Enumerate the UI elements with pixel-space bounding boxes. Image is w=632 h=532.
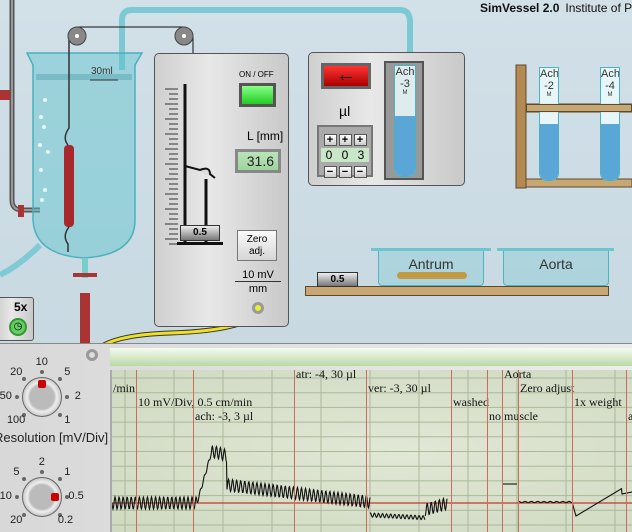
event-label: 1x weight (574, 395, 622, 409)
event-marker (294, 370, 295, 532)
minus-10-button[interactable]: − (338, 166, 352, 178)
speed-button[interactable]: 5x ◷ (0, 297, 34, 341)
trace (196, 444, 371, 510)
knob-tick-label: 5 (13, 465, 20, 478)
trace (424, 496, 448, 517)
knob-tick-label: 2 (38, 456, 45, 468)
shelf-weight[interactable]: 0.5 (317, 272, 358, 287)
power-label: ON / OFF (239, 70, 274, 79)
event-label: ver: -3, 30 µl (368, 381, 431, 395)
trace (112, 494, 198, 511)
knob-tick-label: 10 (0, 490, 12, 502)
trace (517, 500, 573, 504)
trace (369, 512, 426, 521)
event-marker (193, 370, 194, 532)
event-label: a (628, 409, 632, 424)
transducer-weight[interactable]: 0.5 (180, 225, 220, 241)
length-scale (165, 84, 216, 245)
beaker-antrum[interactable]: Antrum (378, 250, 484, 286)
antrum-tissue[interactable] (397, 272, 467, 279)
event-label: atr: -4, 30 µl (296, 370, 357, 381)
knob-tick-label: 50 (0, 390, 12, 402)
event-label: /min (113, 381, 136, 395)
knob-pointer (38, 380, 46, 388)
paper-feed-strip (110, 348, 632, 366)
test-tube-rack (515, 64, 527, 189)
inject-button[interactable]: ← (321, 63, 371, 89)
plus-100-button[interactable]: + (323, 134, 337, 146)
event-label: Zero adjust (520, 381, 575, 395)
event-label: 10 mV/Div, 0.5 cm/min (138, 395, 253, 409)
resolution-label: Resolution [mV/Div] (0, 430, 109, 445)
muscle-strip (64, 145, 74, 227)
event-label: no muscle (489, 409, 538, 423)
length-display: 31.6 (235, 149, 281, 173)
event-label: ach: -3, 3 µl (195, 409, 254, 423)
drain-tube (80, 293, 90, 343)
minus-100-button[interactable]: − (323, 166, 337, 178)
knob-tick-label: 10 (35, 356, 48, 368)
plus-1-button[interactable]: + (353, 134, 367, 146)
syringe-holder: Ach -3 M (384, 61, 424, 180)
input-connector[interactable] (86, 349, 98, 361)
clock-icon: ◷ (9, 318, 27, 336)
power-toggle[interactable] (239, 83, 276, 107)
knob-tick-label: 5 (64, 365, 71, 378)
knob-tick-label: 20 (10, 365, 23, 378)
shelf (305, 286, 609, 296)
syringe[interactable]: Ach -3 M (394, 65, 416, 177)
knob-tick-label: 0.5 (68, 490, 84, 502)
knob-tick-label: 1 (64, 414, 71, 427)
volume-unit: µl (339, 103, 351, 119)
organ-bath (25, 52, 144, 259)
event-marker (518, 370, 519, 532)
pipe-valve (0, 90, 10, 100)
event-marker (451, 370, 452, 532)
beaker-aorta-label: Aorta (539, 256, 573, 272)
event-marker (502, 370, 503, 532)
plus-10-button[interactable]: + (338, 134, 352, 146)
minus-1-button[interactable]: − (353, 166, 367, 178)
event-marker (572, 370, 573, 532)
length-label: L [mm] (247, 129, 284, 143)
knob-tick-label: 1 (64, 465, 71, 478)
event-label: Aorta (504, 370, 531, 382)
transducer-panel: 0.5 ON / OFF L [mm] 31.6 Zero adj. 10 mV… (154, 53, 289, 327)
output-connector[interactable] (252, 302, 264, 314)
beaker-aorta[interactable]: Aorta (503, 250, 609, 286)
bath-volume-label: 30ml (91, 66, 113, 77)
knob-tick-label: 100 (6, 414, 26, 427)
digit-tens: 0 (341, 148, 349, 162)
event-label: washed (453, 395, 489, 409)
knob-tick-label: 0.2 (57, 514, 74, 527)
digit-hundreds: 0 (325, 148, 333, 162)
trace (571, 487, 632, 517)
sensitivity-top: 10 mV (235, 269, 281, 282)
event-marker (626, 370, 627, 532)
beaker-antrum-label: Antrum (408, 256, 454, 272)
perfusion-tube (119, 7, 413, 70)
event-marker (487, 370, 488, 532)
muscle-hook (184, 165, 216, 179)
knob-tick-label: 20 (10, 514, 23, 527)
event-marker (136, 370, 137, 532)
knob-tick-label: 2 (74, 390, 81, 402)
sensitivity-bottom: mm (248, 283, 268, 295)
zero-adjust-button[interactable]: Zero adj. (237, 230, 277, 261)
speed-label: 5x (14, 300, 28, 314)
knob-pointer (51, 493, 59, 501)
digit-ones: 3 (357, 148, 365, 162)
event-marker (366, 370, 367, 532)
